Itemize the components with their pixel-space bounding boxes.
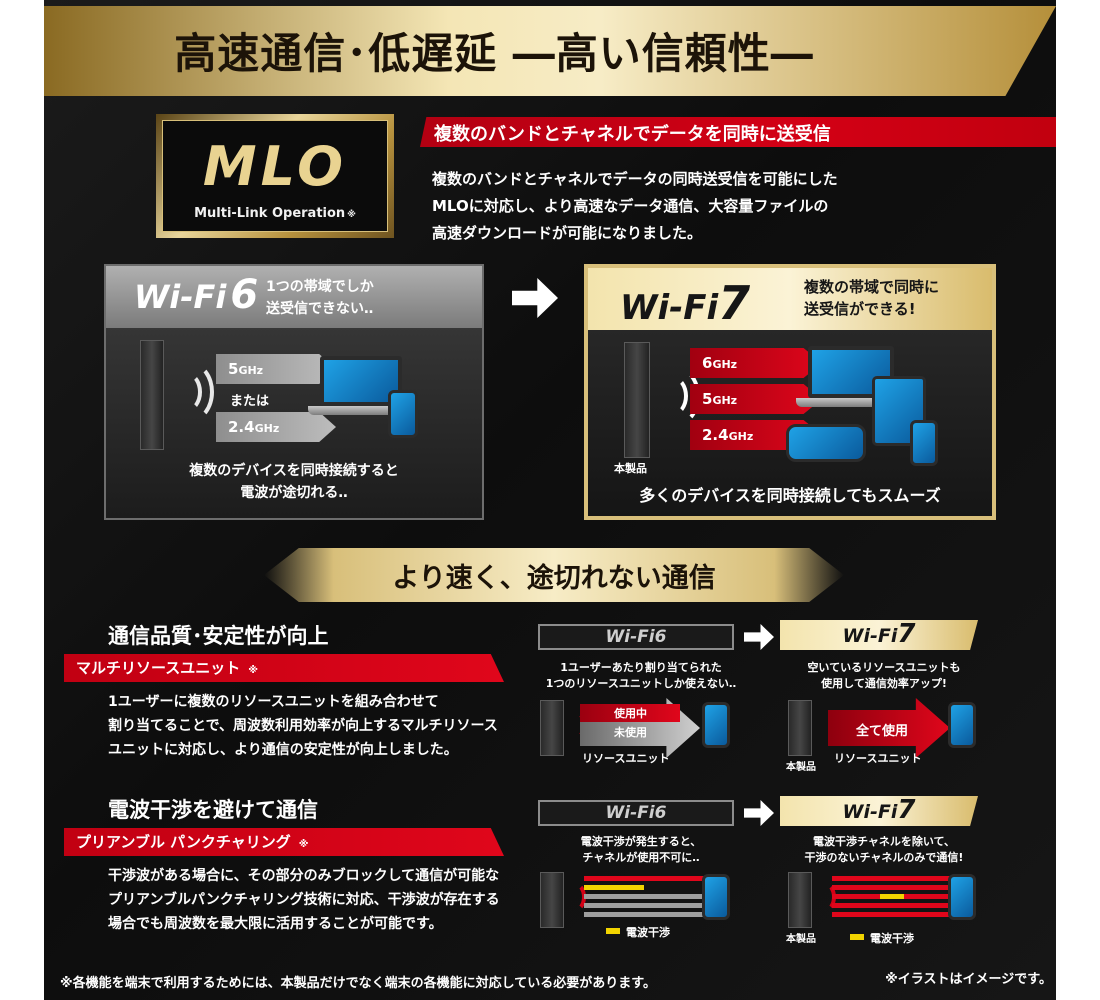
- feature1-wifi6-note: 1ユーザーあたり割り当てられた 1つのリソースユニットしか使えない‥: [545, 661, 737, 690]
- feature1-wifi6-header: Wi-Fi6: [538, 624, 734, 650]
- laptop-base-icon: [796, 398, 906, 407]
- mlo-badge: MLO Multi-Link Operation※: [156, 114, 394, 238]
- feature1-wifi7-note: 空いているリソースユニットも 使用して通信効率アップ!: [807, 661, 961, 690]
- wifi6-signal-outer-icon: [168, 362, 214, 422]
- resource-unit-label-7: リソースユニット: [834, 752, 922, 765]
- feature2-wifi6-channels: [584, 876, 704, 917]
- feature2-router-icon: [540, 872, 564, 928]
- feature1-wifi7-header: Wi-Fi7: [780, 620, 978, 650]
- wifi6-note: 1つの帯域でしか 送受信できない‥: [266, 279, 374, 317]
- phone-icon: [948, 702, 976, 748]
- wifi7-logo: Wi-Fi7: [620, 276, 751, 330]
- interference-legend-swatch-7: [850, 934, 864, 940]
- mlo-heading: 複数のバンドとチャネルでデータを同時に送受信: [434, 124, 831, 145]
- footer-note-right: ※イラストはイメージです。: [885, 972, 1052, 987]
- unused-label: 未使用: [614, 726, 647, 739]
- section2-gold-banner: [264, 548, 844, 602]
- feature2-wifi7-note: 電波干渉チャネルを除いて、 干渉のないチャネルのみで通信!: [804, 835, 964, 864]
- game-console-icon: [786, 424, 866, 462]
- wifi7-band-6ghz: 6GHz: [690, 348, 822, 378]
- mlo-red-bar: [420, 117, 1056, 147]
- interference-label: 電波干渉: [626, 926, 670, 939]
- feature2-wifi7-header: Wi-Fi7: [780, 796, 978, 826]
- feature2-title: 電波干渉を避けて通信: [108, 798, 318, 822]
- feature1-bar: マルチリソースユニット※: [64, 654, 504, 682]
- feature2-signal-icon: [564, 882, 586, 912]
- wifi7-router-icon: [624, 342, 650, 458]
- phone-icon: [948, 874, 976, 920]
- feature2-wifi7-channels: [832, 876, 952, 917]
- phone-icon: [910, 420, 938, 466]
- laptop-base-icon: [308, 406, 414, 415]
- section2-title: より速く、途切れない通信: [392, 563, 716, 594]
- feature2-arrow-icon: [744, 800, 774, 826]
- wifi6-band-24ghz: 2.4GHz: [216, 412, 336, 442]
- wifi6-or-label: または: [230, 394, 270, 409]
- header-gold-banner: [44, 6, 1056, 96]
- page-title: 高速通信･低遅延 ―高い信頼性―: [174, 29, 814, 78]
- wifi7-caption: 多くのデバイスを同時接続してもスムーズ: [639, 486, 941, 505]
- all-used-label: 全て使用: [856, 724, 909, 739]
- laptop-icon: [808, 346, 894, 398]
- feature1-router-icon: [540, 700, 564, 756]
- feature2-wifi6-header: Wi-Fi6: [538, 800, 734, 826]
- in-use-bar: [580, 704, 680, 722]
- mlo-subtitle: Multi-Link Operation※: [194, 206, 356, 221]
- phone-icon: [702, 874, 730, 920]
- feature2-bar: プリアンブル パンクチャリング※: [64, 828, 504, 856]
- wifi7-note: 複数の帯域で同時に 送受信ができる!: [804, 278, 940, 318]
- feature-infographic: 高速通信･低遅延 ―高い信頼性― MLO Multi-Link Operatio…: [44, 0, 1056, 1000]
- wifi6-band-5ghz: 5GHz: [216, 354, 336, 384]
- mlo-logo-text: MLO: [202, 135, 348, 198]
- phone-icon: [388, 390, 418, 438]
- wifi7-panel-header: [588, 268, 992, 330]
- feature2-wifi6-note: 電波干渉が発生すると、 チャネルが使用不可に‥: [580, 835, 702, 864]
- wifi6-router-icon: [140, 340, 164, 450]
- feature1-arrow-icon: [744, 624, 774, 650]
- mlo-description: 複数のバンドとチャネルでデータの同時送受信を可能にした MLOに対応し、より高速…: [432, 170, 838, 242]
- resource-unit-label: リソースユニット: [582, 752, 670, 765]
- interference-label-7: 電波干渉: [870, 932, 914, 945]
- footer-note-left: ※各機能を端末で利用するためには、本製品だけでなく端末の各機能に対応している必要…: [60, 976, 656, 991]
- feature1-wifi7-router-icon: [788, 700, 812, 756]
- in-use-label: 使用中: [614, 707, 647, 720]
- wifi6-panel-header: [106, 266, 482, 328]
- feature2-product-label: 本製品: [786, 934, 816, 945]
- arrow-right-icon: [512, 278, 558, 318]
- wifi7-product-label: 本製品: [614, 462, 647, 475]
- feature2-wifi7-router-icon: [788, 872, 812, 928]
- feature2-description: 干渉波がある場合に、その部分のみブロックして通信が可能な プリアンブルパンクチャ…: [108, 868, 500, 932]
- phone-icon: [702, 702, 730, 748]
- feature1-product-label: 本製品: [786, 762, 816, 773]
- feature1-description: 1ユーザーに複数のリソースユニットを組み合わせて 割り当てることで、周波数利用効…: [108, 694, 498, 758]
- interference-legend-swatch: [606, 928, 620, 934]
- feature1-title: 通信品質･安定性が向上: [108, 624, 329, 648]
- wifi6-caption: 複数のデバイスを同時接続すると 電波が途切れる‥: [189, 463, 399, 501]
